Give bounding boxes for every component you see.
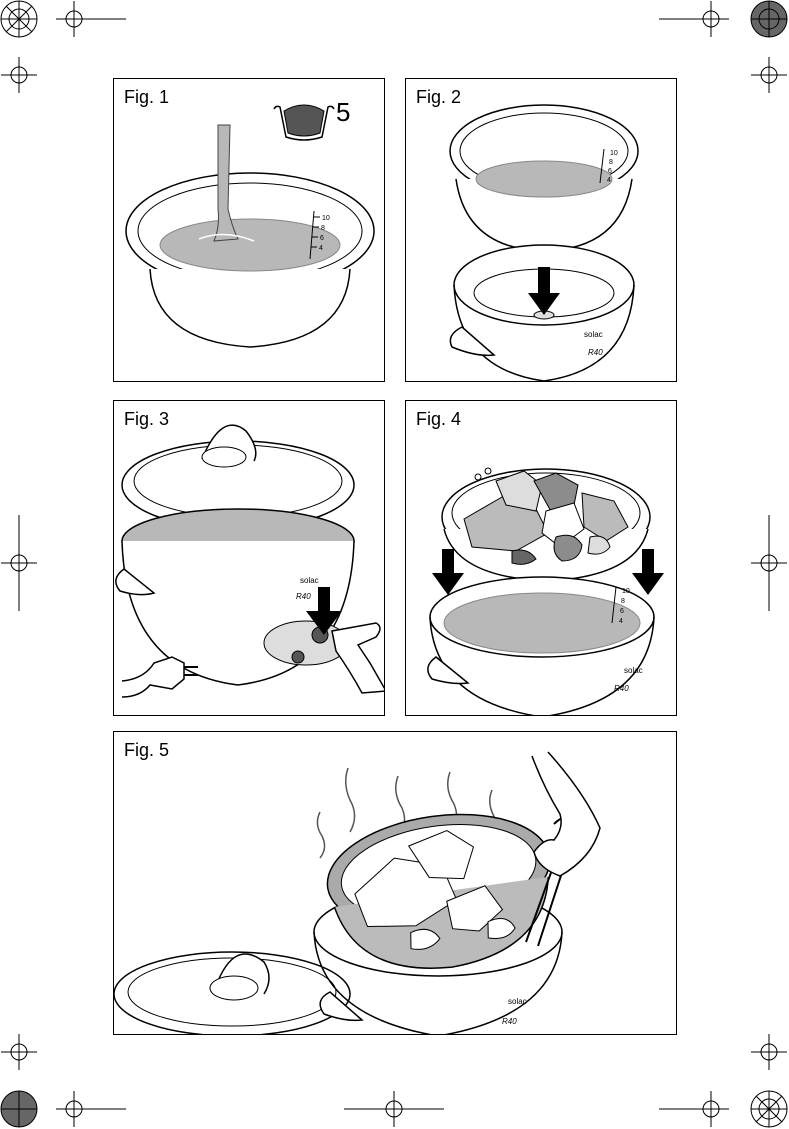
crosshair-right-a bbox=[751, 57, 787, 93]
down-arrow-icon bbox=[632, 549, 664, 595]
measuring-cup-icon bbox=[274, 105, 334, 140]
crosshair-left-b bbox=[1, 1034, 37, 1070]
crosshair-left-a bbox=[1, 57, 37, 93]
figure-2-panel: Fig. 2 10 8 6 4 solac R40 bbox=[405, 78, 677, 382]
svg-text:solac: solac bbox=[584, 330, 603, 339]
insert-bowl-illustration: 10 8 6 4 solac R40 bbox=[406, 79, 677, 382]
svg-text:8: 8 bbox=[609, 159, 613, 166]
crosshair-bottom-mid bbox=[344, 1091, 444, 1127]
radial-dial-top-left bbox=[1, 1, 37, 37]
svg-text:solac: solac bbox=[300, 576, 319, 585]
svg-text:4: 4 bbox=[319, 245, 323, 252]
radial-dial-bottom-left bbox=[1, 1091, 37, 1127]
svg-text:solac: solac bbox=[624, 666, 643, 675]
svg-text:R40: R40 bbox=[502, 1017, 517, 1026]
svg-text:4: 4 bbox=[607, 177, 611, 184]
crosshair-left-mid bbox=[1, 515, 37, 611]
svg-text:8: 8 bbox=[621, 598, 625, 605]
pouring-water-illustration: 5 10 8 6 4 bbox=[114, 79, 385, 382]
radial-dial-top-right bbox=[751, 1, 787, 37]
svg-text:6: 6 bbox=[320, 235, 324, 242]
crosshair-bottom-a bbox=[56, 1091, 126, 1127]
svg-text:R40: R40 bbox=[588, 348, 603, 357]
svg-text:R40: R40 bbox=[614, 684, 629, 693]
svg-text:10: 10 bbox=[610, 150, 618, 157]
cup-count: 5 bbox=[336, 97, 350, 127]
svg-text:6: 6 bbox=[620, 608, 624, 615]
svg-text:6: 6 bbox=[608, 168, 612, 175]
figure-5-panel: Fig. 5 solac R40 bbox=[113, 731, 677, 1035]
figure-3-panel: Fig. 3 solac R40 bbox=[113, 400, 385, 716]
svg-text:4: 4 bbox=[619, 618, 623, 625]
svg-text:R40: R40 bbox=[296, 592, 311, 601]
figure-4-panel: Fig. 4 10 8 6 4 solac R40 bbox=[405, 400, 677, 716]
crosshair-right-b bbox=[751, 1034, 787, 1070]
crosshair-top-a bbox=[56, 1, 126, 37]
figure-1-panel: Fig. 1 5 10 8 6 4 bbox=[113, 78, 385, 382]
svg-text:10: 10 bbox=[322, 215, 330, 222]
svg-text:8: 8 bbox=[321, 225, 325, 232]
crosshair-right-mid bbox=[751, 515, 787, 611]
radial-dial-bottom-right bbox=[751, 1091, 787, 1127]
serving-steamed-food-illustration: solac R40 bbox=[114, 732, 677, 1035]
crosshair-top-b bbox=[659, 1, 729, 37]
close-lid-press-switch-illustration: solac R40 bbox=[114, 401, 385, 716]
svg-text:10: 10 bbox=[622, 588, 630, 595]
steamer-basket-illustration: 10 8 6 4 solac R40 bbox=[406, 401, 677, 716]
crosshair-bottom-b bbox=[659, 1091, 729, 1127]
svg-text:solac: solac bbox=[508, 997, 527, 1006]
down-arrow-icon bbox=[432, 549, 464, 595]
